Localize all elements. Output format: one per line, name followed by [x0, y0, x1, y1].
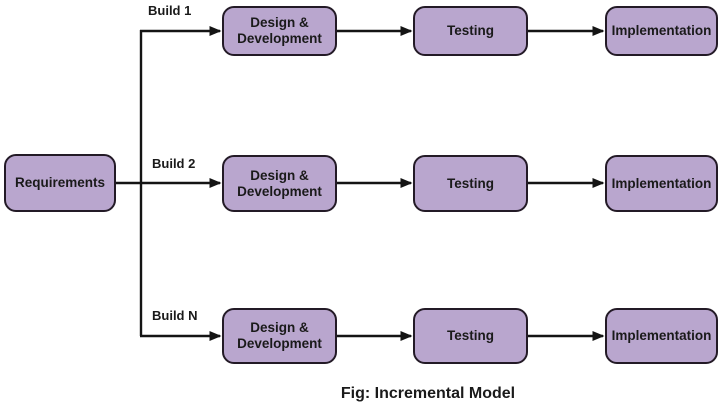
- build1-label: Build 1: [148, 3, 192, 18]
- node-requirements: Requirements: [4, 154, 116, 212]
- node-build1-implementation: Implementation: [605, 6, 718, 56]
- build2-label: Build 2: [152, 156, 196, 171]
- node-build1-testing: Testing: [413, 6, 528, 56]
- diagram-caption: Fig: Incremental Model: [340, 385, 516, 402]
- node-buildN-design-development: Design & Development: [222, 308, 337, 364]
- node-buildN-testing: Testing: [413, 308, 528, 364]
- node-build2-implementation: Implementation: [605, 155, 718, 212]
- node-build2-testing: Testing: [413, 155, 528, 212]
- node-build2-design-development: Design & Development: [222, 155, 337, 212]
- buildN-label: Build N: [152, 308, 198, 323]
- node-build1-design-development: Design & Development: [222, 6, 337, 56]
- node-buildN-implementation: Implementation: [605, 308, 718, 364]
